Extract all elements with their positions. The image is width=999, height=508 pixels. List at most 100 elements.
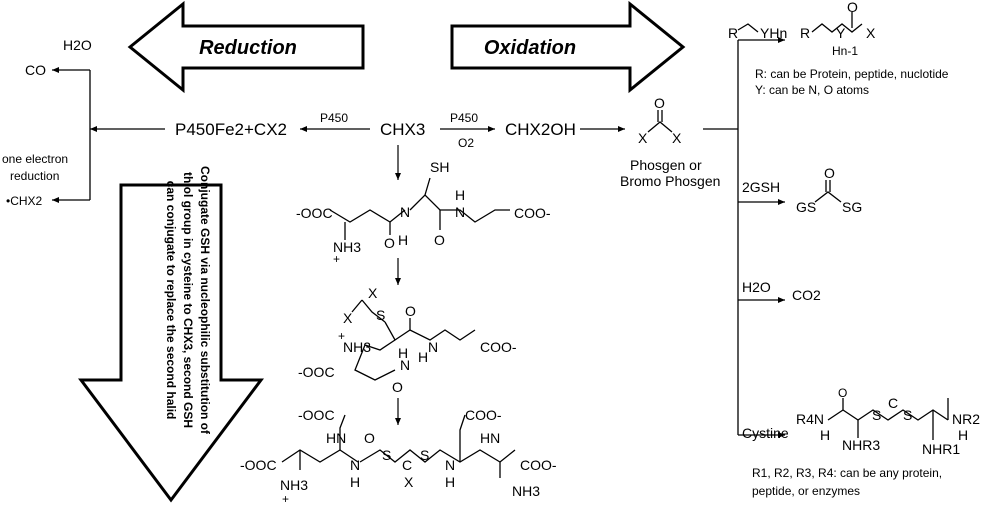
gsh-n2-label: N bbox=[455, 204, 465, 220]
gs-right-label: SG bbox=[842, 199, 862, 215]
gsh-h2-label: H bbox=[455, 187, 465, 203]
p450-right-label: P450 bbox=[450, 111, 478, 125]
chx2oh-label: CHX2OH bbox=[505, 120, 576, 139]
oxidation-arrow: Oxidation bbox=[450, 0, 686, 94]
c1-o2-label: O bbox=[392, 379, 403, 395]
adduct-structure: R Y O X Hn-1 bbox=[800, 0, 876, 58]
c2-ooc-top-label: -OOC bbox=[298, 407, 335, 423]
gs-left-label: GS bbox=[796, 199, 816, 215]
cys-h2-label: H bbox=[958, 427, 968, 443]
reduction-arrow: Reduction bbox=[127, 0, 365, 94]
gsh-n1-label: N bbox=[400, 204, 410, 220]
c2-coo-top-label: COO- bbox=[465, 407, 502, 423]
glutathione-structure: SH -OOC COO- NH3 + N H N H O O bbox=[296, 159, 551, 266]
adduct-o-label: O bbox=[847, 0, 858, 15]
gsh-h1-label: H bbox=[398, 232, 408, 248]
ryhn-y-label: YHn bbox=[760, 25, 787, 41]
cys-nhr1-label: NHR1 bbox=[922, 441, 960, 457]
gsh-note-line-3: can conjugate to replace the second hali… bbox=[164, 181, 178, 420]
ryhn-structure: R YHn bbox=[728, 23, 787, 41]
cys-o-label: O bbox=[838, 386, 847, 400]
c1-ooc-label: -OOC bbox=[298, 364, 335, 380]
cys-note-1: R1, R2, R3, R4: can be any protein, bbox=[752, 466, 942, 480]
gs-product-structure: O GS SG bbox=[796, 165, 862, 215]
gsh-note-line-2: thiol group in cysteine to CHX3, second … bbox=[181, 172, 195, 428]
adduct-x-label: X bbox=[866, 25, 876, 41]
cys-s2-label: S bbox=[903, 407, 912, 423]
gs-o-label: O bbox=[824, 165, 835, 181]
c1-n1-label: N bbox=[400, 357, 410, 373]
c2-c-label: C bbox=[402, 457, 412, 473]
gsh-coo-label: COO- bbox=[514, 205, 551, 221]
conjugate1-structure: X X S NH3 + -OOC COO- N H N H O O bbox=[298, 285, 517, 395]
ryhn-r-label: R bbox=[728, 25, 738, 41]
c2-nh3-right-label: NH3 bbox=[512, 483, 540, 499]
conjugate2-structure: -OOC COO- -OOC COO- HN HN N H N H O S S … bbox=[240, 407, 557, 506]
gsh-note-line-1: Conjugate GSH via nucleophilic substitut… bbox=[198, 166, 212, 435]
c1-plus-label: + bbox=[338, 329, 345, 343]
gsh-o2-label: O bbox=[434, 232, 445, 248]
gsh-o1-label: O bbox=[384, 235, 395, 251]
one-electron-label-1: one electron bbox=[2, 152, 68, 166]
co-label: CO bbox=[25, 62, 46, 78]
h2o-label: H2O bbox=[63, 37, 92, 53]
c1-o1-label: O bbox=[405, 303, 416, 319]
cys-r4n-label: R4N bbox=[796, 411, 824, 427]
radical-label: •CHX2 bbox=[6, 194, 43, 208]
sh-label: SH bbox=[430, 159, 449, 175]
c2-coo-right-label: COO- bbox=[520, 457, 557, 473]
note-y: Y: can be N, O atoms bbox=[755, 83, 869, 97]
cys-c-label: C bbox=[888, 395, 898, 411]
c2-ooc-left-label: -OOC bbox=[240, 457, 277, 473]
adduct-h-label: Hn-1 bbox=[832, 44, 858, 58]
p450-left-label: P450 bbox=[320, 111, 348, 125]
c2-x-label: X bbox=[404, 474, 414, 490]
cys-h1-label: H bbox=[820, 427, 830, 443]
c2-h2-label: H bbox=[445, 474, 455, 490]
c2-n1-label: N bbox=[350, 457, 360, 473]
one-electron-label-2: reduction bbox=[10, 169, 59, 183]
gsh-nh3-label: NH3 bbox=[333, 239, 361, 255]
cys-nr2-label: NR2 bbox=[952, 411, 980, 427]
c2-n2-label: N bbox=[445, 457, 455, 473]
c2-s2-label: S bbox=[420, 447, 429, 463]
adduct-y-label: Y bbox=[836, 25, 846, 41]
cys-note-2: peptide, or enzymes bbox=[752, 484, 860, 498]
o2-label: O2 bbox=[458, 136, 474, 150]
c1-x2-label: X bbox=[343, 310, 353, 326]
phosgen-structure: O X X Phosgen or Bromo Phosgen bbox=[620, 95, 720, 189]
phosgen-o-label: O bbox=[654, 95, 665, 111]
phosgen-x-left-label: X bbox=[638, 130, 648, 146]
oxidation-label: Oxidation bbox=[484, 37, 576, 59]
gsh-conjugation-arrow: Conjugate GSH via nucleophilic substitut… bbox=[78, 166, 264, 503]
c1-x1-label: X bbox=[368, 285, 378, 301]
c2-hn2-label: HN bbox=[480, 430, 500, 446]
c2-s1-label: S bbox=[382, 447, 391, 463]
cys-s1-label: S bbox=[872, 407, 881, 423]
cystine-product-structure: O R4N H NHR3 S C S NHR1 NR2 H bbox=[796, 386, 980, 457]
c2-h1-label: H bbox=[350, 474, 360, 490]
c2-nh3-left-label: NH3 bbox=[280, 477, 308, 493]
cystine-reagent-label: Cystine bbox=[742, 425, 789, 441]
note-r: R: can be Protein, peptide, nuclotide bbox=[755, 67, 949, 81]
phosgen-x-right-label: X bbox=[672, 130, 682, 146]
gsh-reagent-label: 2GSH bbox=[742, 179, 780, 195]
p450fe-label: P450Fe2+CX2 bbox=[175, 120, 287, 139]
cys-nhr3-label: NHR3 bbox=[842, 437, 880, 453]
c1-n2-label: N bbox=[428, 339, 438, 355]
phosgen-name-2: Bromo Phosgen bbox=[620, 173, 720, 189]
h2o-reagent-label: H2O bbox=[742, 279, 771, 295]
adduct-r-label: R bbox=[800, 25, 810, 41]
c2-plus-left-label: + bbox=[282, 492, 289, 506]
c1-h2-label: H bbox=[418, 349, 428, 365]
c1-nh3-label: NH3 bbox=[343, 339, 371, 355]
c1-s-label: S bbox=[376, 307, 385, 323]
phosgen-name-1: Phosgen or bbox=[630, 157, 702, 173]
c1-coo-label: COO- bbox=[480, 339, 517, 355]
gsh-ooc-label: -OOC bbox=[296, 205, 333, 221]
co2-label: CO2 bbox=[792, 287, 821, 303]
gsh-plus-label: + bbox=[333, 252, 340, 266]
c1-h1-label: H bbox=[398, 345, 408, 361]
reduction-label: Reduction bbox=[199, 37, 297, 59]
